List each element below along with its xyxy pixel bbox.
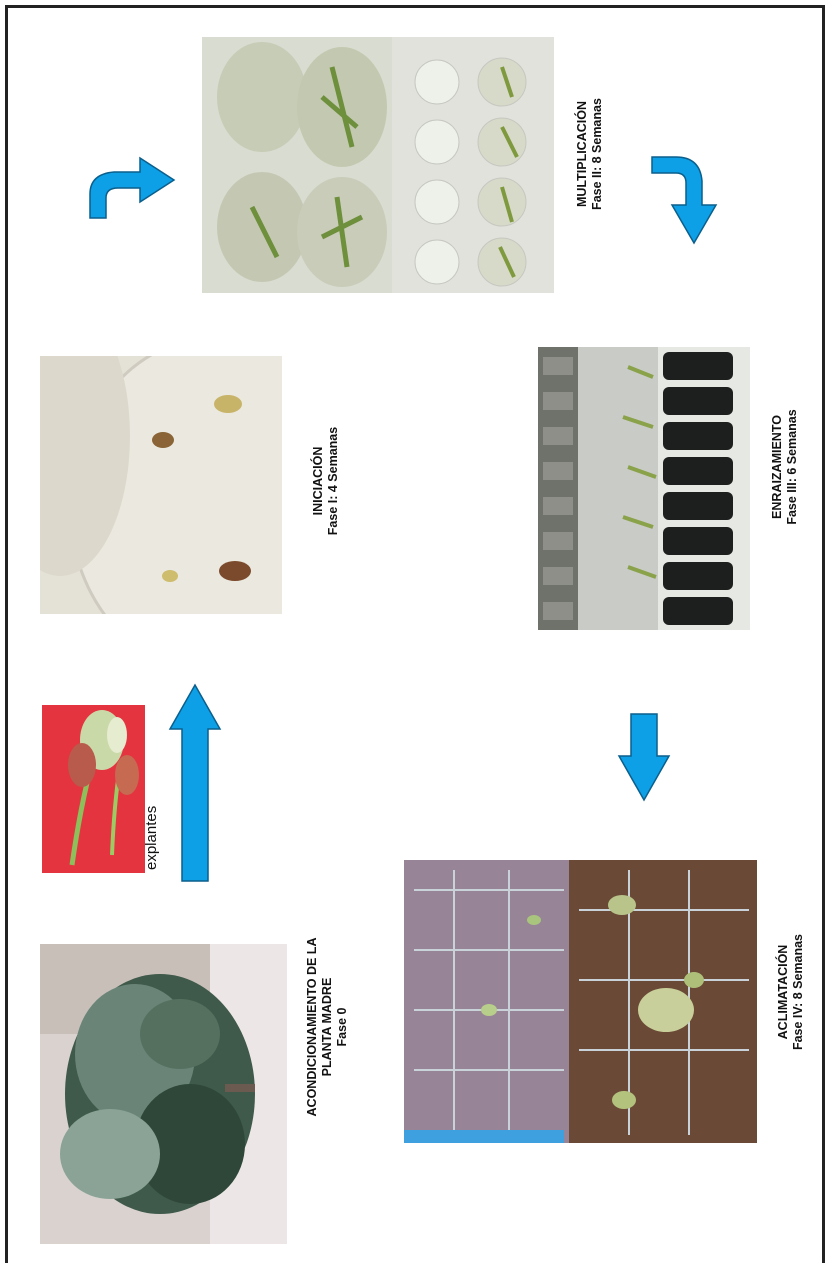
label-fase1: INICIACIÓN Fase I: 4 Semanas: [311, 406, 341, 556]
fase3-title: ENRAIZAMIENTO: [770, 382, 785, 552]
label-fase2: MULTIPLICACIÓN Fase II: 8 Semanas: [575, 74, 605, 234]
label-fase4: ACLIMATACIÓN Fase IV: 8 Semanas: [776, 892, 806, 1092]
fase3-subtitle: Fase III: 6 Semanas: [785, 382, 800, 552]
photo-rooting-tubes: [538, 347, 750, 630]
fase2-title: MULTIPLICACIÓN: [575, 74, 590, 234]
fase2-subtitle: Fase II: 8 Semanas: [590, 74, 605, 234]
label-fase0: ACONDICIONAMIENTO DE LA PLANTA MADRE Fas…: [305, 882, 350, 1172]
label-fase3: ENRAIZAMIENTO Fase III: 6 Semanas: [770, 382, 800, 552]
arrow-curve-down-icon: [650, 155, 720, 245]
fase1-subtitle: Fase I: 4 Semanas: [326, 406, 341, 556]
photo-explants: [42, 705, 145, 873]
label-explantes: explantes: [143, 806, 160, 870]
fase0-line3: Fase 0: [335, 882, 350, 1172]
arrow-curve-right-icon: [82, 152, 177, 220]
photo-seedling-trays: [404, 860, 757, 1143]
arrow-down-icon: [617, 712, 671, 802]
fase4-title: ACLIMATACIÓN: [776, 892, 791, 1092]
arrow-up-icon: [168, 683, 222, 883]
photo-avocado-tree: [40, 944, 287, 1244]
photo-culture-jars: [202, 37, 554, 293]
fase0-line2: PLANTA MADRE: [320, 882, 335, 1172]
fase0-line1: ACONDICIONAMIENTO DE LA: [305, 882, 320, 1172]
photo-petri-dish: [40, 356, 282, 614]
fase1-title: INICIACIÓN: [311, 406, 326, 556]
fase4-subtitle: Fase IV: 8 Semanas: [791, 892, 806, 1092]
